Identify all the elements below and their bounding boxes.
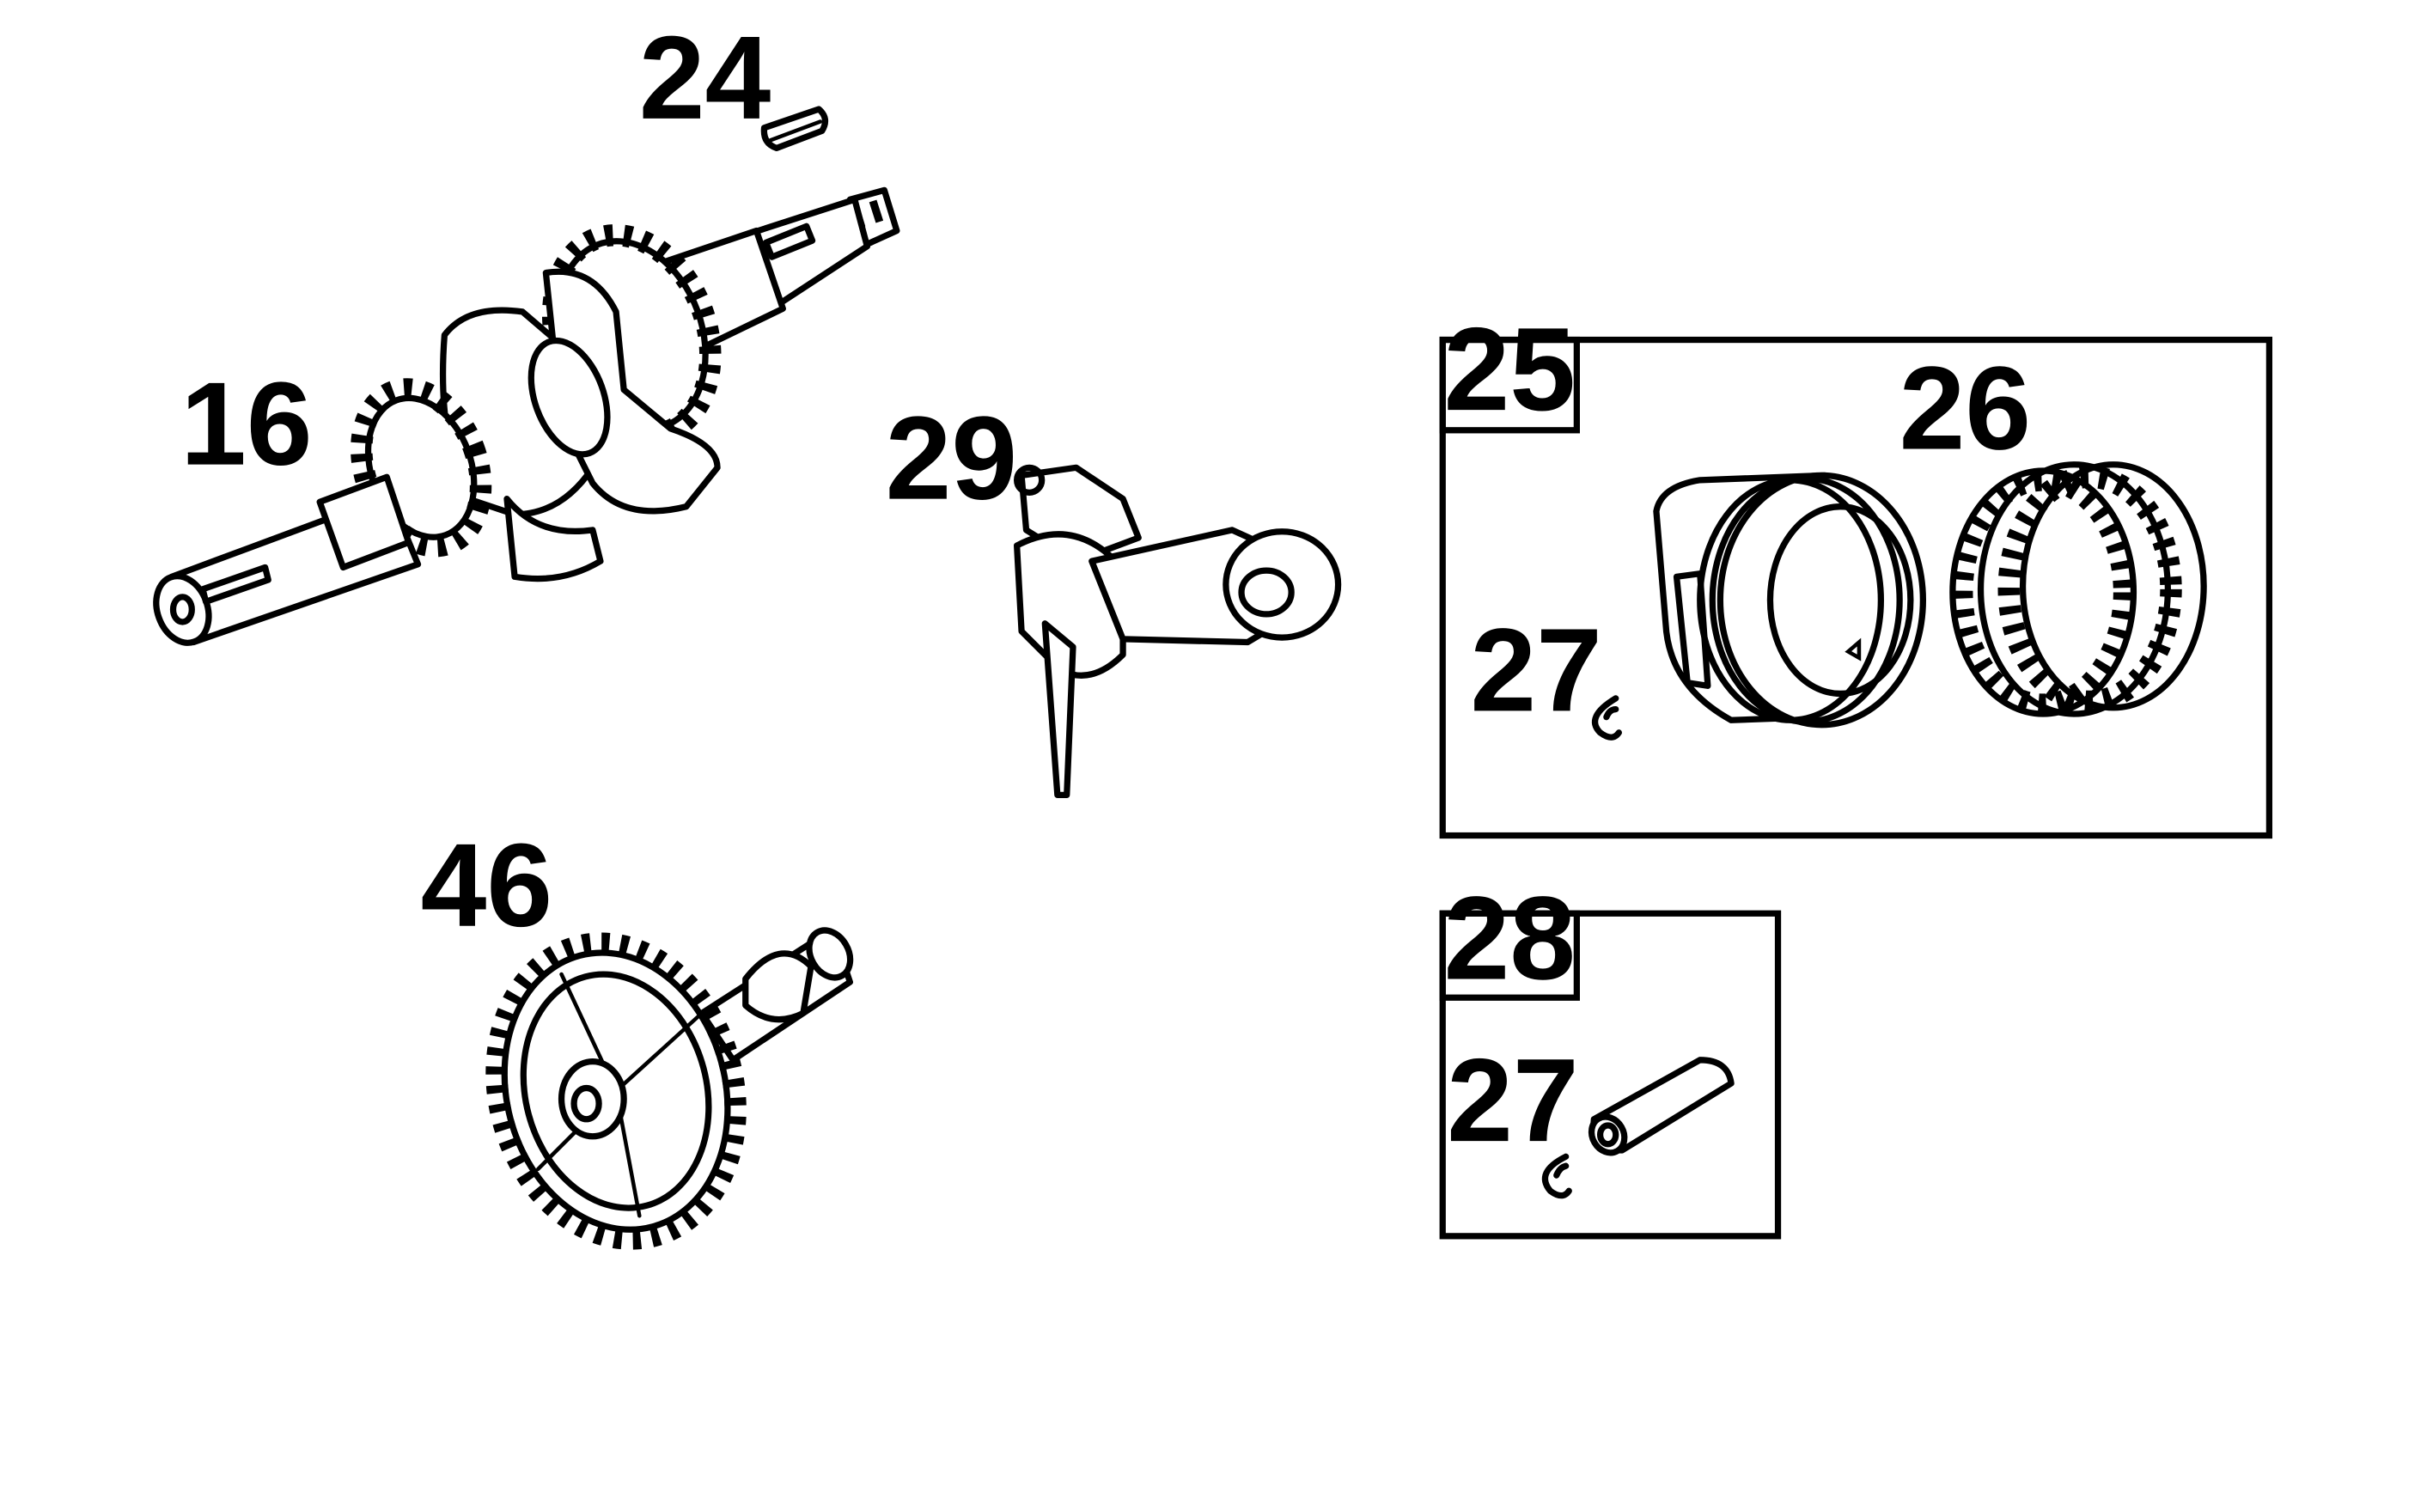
piston-assembly-label-box xyxy=(1439,336,1580,434)
retaining-clip-icon[interactable] xyxy=(1541,1153,1572,1199)
callout-27-pin-box: 27 xyxy=(1447,1034,1578,1167)
piston-assembly-box xyxy=(1439,336,2273,839)
woodruff-key-icon[interactable] xyxy=(760,106,829,151)
callout-25: 25 xyxy=(1444,303,1576,436)
piston-pin-icon[interactable] xyxy=(1585,1057,1735,1159)
callout-24: 24 xyxy=(639,12,771,144)
piston-icon[interactable] xyxy=(1653,472,1926,729)
callout-26: 26 xyxy=(1899,343,2031,475)
callout-29: 29 xyxy=(886,393,1017,525)
camshaft-gear-icon[interactable] xyxy=(464,917,858,1266)
callout-16: 16 xyxy=(180,358,312,491)
callout-27-piston-box: 27 xyxy=(1470,604,1601,736)
piston-ring-set-icon[interactable] xyxy=(1949,461,2207,717)
piston-pin-box xyxy=(1439,910,1782,1240)
callout-46: 46 xyxy=(421,820,552,952)
callout-28: 28 xyxy=(1444,872,1576,1004)
connecting-rod-icon[interactable] xyxy=(1014,464,1342,798)
crankshaft-icon[interactable] xyxy=(147,186,900,650)
retaining-clip-icon[interactable] xyxy=(1592,695,1622,741)
piston-pin-label-box xyxy=(1439,910,1580,1001)
